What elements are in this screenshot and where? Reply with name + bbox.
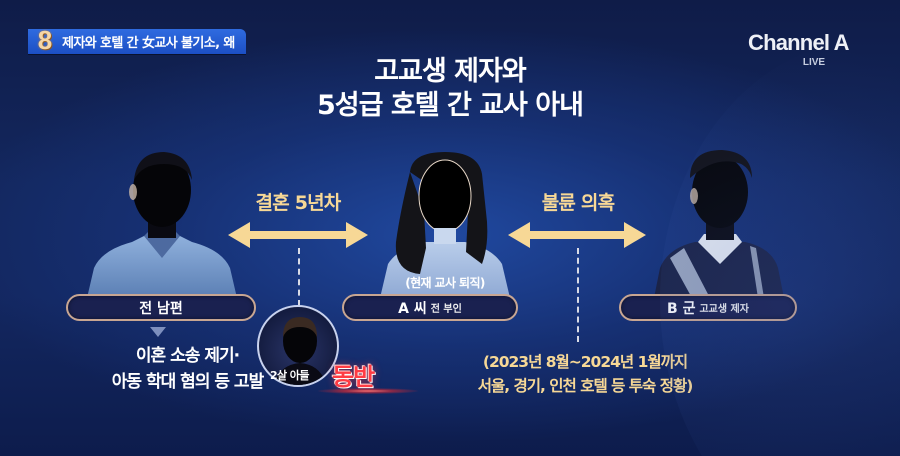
period-note: (2023년 8월~2024년 1월까지 서울, 경기, 인천 호텔 등 투숙 … [450,350,720,398]
channel-name: Channel A [748,30,850,55]
live-indicator: LIVE [802,57,826,68]
student-silhouette-icon [654,150,784,298]
title-line-2: 5성급 호텔 간 교사 아내 [317,90,584,121]
male-silhouette-icon [87,152,237,298]
relation-affair: 불륜 의혹 [508,188,648,215]
person-student [650,148,790,298]
wife-status-note: (현재 교사 퇴직) [405,276,485,290]
husband-action-note: 이혼 소송 제기· 아동 학대 혐의 등 고발 [75,343,300,395]
relation-marriage: 결혼 5년차 [228,188,368,215]
channel-logo: Channel A LIVE [740,30,870,68]
person-ex-husband [82,150,242,298]
label-wife: A 씨 전 부인 [342,294,518,321]
graphic-title: 고교생 제자와 5성급 호텔 간 교사 아내 [280,55,620,123]
label-sub: 고교생 제자 [699,304,749,315]
person-wife [370,152,520,298]
label-name: 전 남편 [139,300,183,317]
son-label: 2살 아들 [270,369,309,382]
headline-number: 8 [37,25,53,55]
period-line-1: (2023년 8월~2024년 1월까지 [482,353,688,371]
label-name: B 군 [667,300,696,317]
double-arrow-icon [508,222,646,248]
label-sub: 전 부인 [430,304,462,315]
down-triangle-icon [150,327,166,337]
son-avatar [257,305,339,387]
connector-dashed-line [577,248,579,342]
label-ex-husband: 전 남편 [66,294,256,321]
relation-caption: 불륜 의혹 [541,192,615,214]
headline-text: 제자와 호텔 간 女교사 불기소, 왜 [62,36,235,51]
double-arrow-icon [228,222,368,248]
label-student: B 군 고교생 제자 [619,294,797,321]
title-line-1: 고교생 제자와 [374,56,526,87]
headline-banner: 8 제자와 호텔 간 女교사 불기소, 왜 [28,25,246,55]
connector-dashed-line [298,248,300,306]
accompanied-badge: 동반 [332,363,375,391]
label-name: A 씨 [398,300,427,317]
badge-glow [318,388,418,394]
child-silhouette-icon [273,317,327,385]
note-line-2: 아동 학대 혐의 등 고발 [111,372,264,392]
period-line-2: 서울, 경기, 인천 호텔 등 투숙 정황) [477,377,694,395]
relation-caption: 결혼 5년차 [255,192,342,214]
female-silhouette-icon [380,152,510,298]
note-line-1: 이혼 소송 제기· [135,346,240,366]
